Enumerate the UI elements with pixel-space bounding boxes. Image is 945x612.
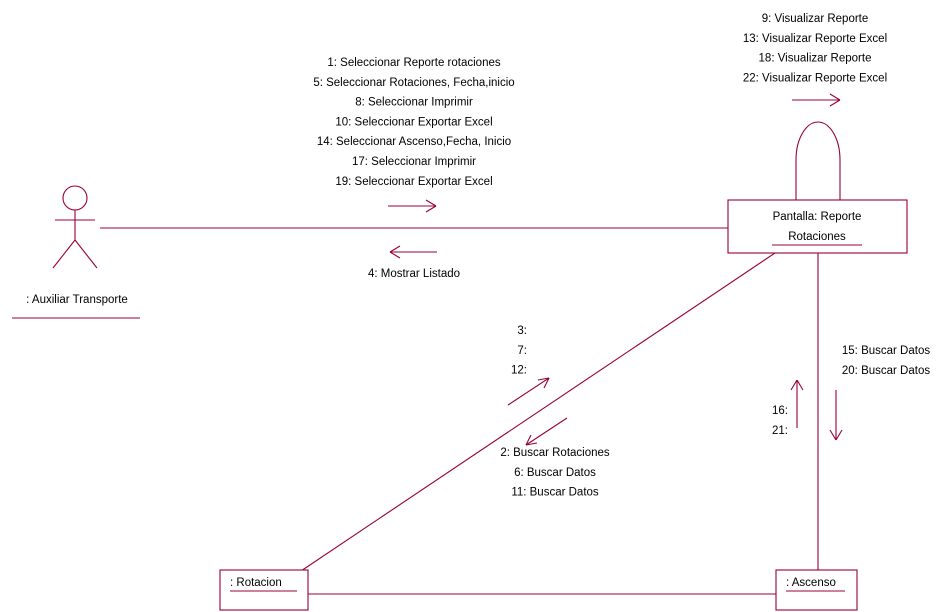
arrow-ascenso-to-screen [790,379,804,428]
arrow-actor-to-screen [388,199,437,213]
message-label: 11: Buscar Datos [511,487,599,499]
arrow-screen-self [792,93,841,107]
message-label: 3: [517,325,527,337]
message-label: 8: Seleccionar Imprimir [355,97,473,109]
screen-self-loop [795,121,841,200]
messages-screen-to-ascenso: 15: Buscar Datos 20: Buscar Datos [842,345,930,377]
arrow-screen-to-ascenso [829,390,843,441]
message-label: 7: [517,345,527,357]
object-pantalla-reporte[interactable] [727,199,908,254]
messages-actor-to-screen: 1: Seleccionar Reporte rotaciones 5: Sele… [313,57,514,188]
message-label: 12: [511,365,527,377]
message-label: 20: Buscar Datos [842,365,930,377]
messages-ascenso-to-screen: 16: 21: [772,405,788,437]
message-label: 19: Seleccionar Exportar Excel [335,176,492,188]
message-label: 17: Seleccionar Imprimir [352,156,476,168]
actor-left-leg [52,239,76,269]
message-label: 4: Mostrar Listado [368,268,460,280]
object-rotacion-label: : Rotacion [230,577,282,589]
link-screen-rotacion [297,252,776,574]
message-label: 13: Visualizar Reporte Excel [743,33,887,45]
actor-figure [52,185,98,269]
message-label: 14: Seleccionar Ascenso,Fecha, Inicio [317,136,511,148]
messages-rotacion-to-screen: 3: 7: 12: [511,325,527,377]
message-label: 15: Buscar Datos [842,345,930,357]
actor-head [62,185,88,211]
message-label: 21: [772,425,788,437]
messages-screen-to-rotacion: 2: Buscar Rotaciones 6: Buscar Datos 11: B… [500,447,610,499]
object-ascenso-label: : Ascenso [786,577,836,589]
arrow-screen-to-rotacion [525,417,568,446]
messages-screen-self: 9: Visualizar Reporte 13: Visualizar Repo… [743,13,887,84]
message-label: 2: Buscar Rotaciones [500,447,610,459]
message-label: 6: Buscar Datos [514,467,596,479]
object-pantalla-label-line1: Pantalla: Reporte [773,211,862,223]
message-label: 10: Seleccionar Exportar Excel [335,116,492,128]
message-label: 22: Visualizar Reporte Excel [743,72,887,84]
message-label: 16: [772,405,788,417]
message-label: 1: Seleccionar Reporte rotaciones [327,57,500,69]
messages-screen-to-actor: 4: Mostrar Listado [368,268,460,280]
actor-label: : Auxiliar Transporte [26,294,128,306]
object-ascenso[interactable] [775,569,858,611]
message-label: 9: Visualizar Reporte [762,13,869,25]
arrow-screen-to-actor [389,245,437,259]
message-label: 5: Seleccionar Rotaciones, Fecha,inicio [313,77,514,89]
object-rotacion[interactable] [219,569,309,611]
message-label: 18: Visualizar Reporte [759,53,872,65]
object-pantalla-label-line2: Rotaciones [788,231,846,243]
actor-right-leg [74,239,98,269]
arrow-rotacion-to-screen [507,377,550,406]
